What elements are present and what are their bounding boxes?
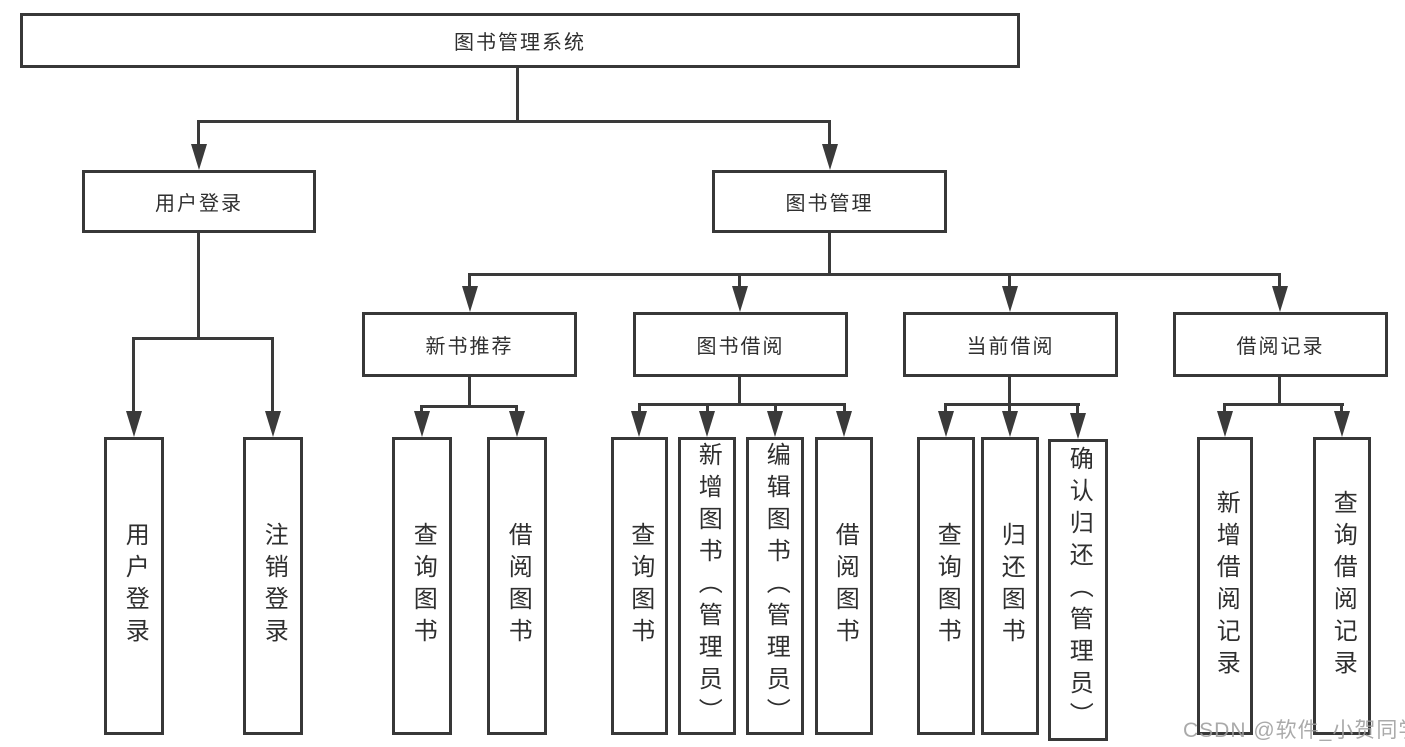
arrowhead-icon <box>1002 286 1018 312</box>
arrowhead-icon <box>767 411 783 437</box>
leaf-logout: 注销登录 <box>243 437 303 735</box>
leaf-query-books-current: 查询图书 <box>917 437 975 735</box>
leaf-query-books-recommend-label: 查询图书 <box>409 522 437 650</box>
node-current-borrow: 当前借阅 <box>903 312 1118 377</box>
connector-line <box>1008 377 1011 403</box>
connector-line <box>1008 403 1011 413</box>
arrowhead-icon <box>938 411 954 437</box>
connector-line <box>197 233 200 337</box>
node-book-management: 图书管理 <box>712 170 947 233</box>
connector-line <box>738 377 741 403</box>
arrowhead-icon <box>732 286 748 312</box>
leaf-user-login: 用户登录 <box>104 437 164 735</box>
arrowhead-icon <box>1217 411 1233 437</box>
node-book-management-label: 图书管理 <box>785 193 874 215</box>
connector-line <box>638 403 846 406</box>
connector-line <box>197 120 200 146</box>
node-user-login: 用户登录 <box>82 170 316 233</box>
leaf-confirm-return-admin: 确认归还（管理员） <box>1048 439 1108 741</box>
connector-line <box>828 233 831 273</box>
leaf-edit-book-admin: 编辑图书（管理员） <box>746 437 804 735</box>
leaf-query-books-borrow: 查询图书 <box>611 437 668 735</box>
csdn-watermark: CSDN @软件_小贺同学 <box>1183 719 1405 742</box>
connector-line <box>638 403 641 413</box>
root-node-label: 图书管理系统 <box>454 32 586 54</box>
arrowhead-icon <box>265 411 281 437</box>
connector-line <box>515 405 518 415</box>
connector-line <box>843 403 846 413</box>
node-borrow-records: 借阅记录 <box>1173 312 1388 377</box>
arrowhead-icon <box>126 411 142 437</box>
root-node: 图书管理系统 <box>20 13 1020 68</box>
leaf-borrow-books: 借阅图书 <box>815 437 873 735</box>
leaf-borrow-books-recommend: 借阅图书 <box>487 437 547 735</box>
connector-line <box>1278 273 1281 289</box>
node-book-borrow: 图书借阅 <box>633 312 848 377</box>
arrowhead-icon <box>1334 411 1350 437</box>
node-borrow-records-label: 借阅记录 <box>1236 336 1325 358</box>
leaf-return-book: 归还图书 <box>981 437 1039 735</box>
leaf-add-book-admin: 新增图书（管理员） <box>678 437 736 735</box>
leaf-borrow-books-recommend-label: 借阅图书 <box>504 522 532 650</box>
node-user-login-label: 用户登录 <box>155 193 243 215</box>
leaf-borrow-books-label: 借阅图书 <box>831 522 859 650</box>
node-current-borrow-label: 当前借阅 <box>966 336 1055 358</box>
connector-line <box>420 405 518 408</box>
connector-line <box>132 337 274 340</box>
leaf-return-book-label: 归还图书 <box>997 522 1025 650</box>
connector-line <box>944 403 1080 406</box>
connector-line <box>1223 403 1344 406</box>
connector-line <box>468 273 1281 276</box>
node-new-book-recommend: 新书推荐 <box>362 312 577 377</box>
connector-line <box>1223 403 1226 413</box>
leaf-add-borrow-record-label: 新增借阅记录 <box>1212 490 1240 682</box>
connector-line <box>468 377 471 405</box>
connector-line <box>944 403 947 413</box>
connector-line <box>271 337 274 413</box>
arrowhead-icon <box>822 144 838 170</box>
connector-line <box>197 120 831 123</box>
arrowhead-icon <box>699 411 715 437</box>
node-new-book-recommend-label: 新书推荐 <box>425 336 514 358</box>
connector-line <box>828 120 831 146</box>
arrowhead-icon <box>509 411 525 437</box>
arrowhead-icon <box>414 411 430 437</box>
leaf-query-books-borrow-label: 查询图书 <box>626 522 654 650</box>
arrowhead-icon <box>836 411 852 437</box>
leaf-edit-book-admin-label: 编辑图书（管理员） <box>762 442 790 730</box>
connector-line <box>738 273 741 289</box>
arrowhead-icon <box>191 144 207 170</box>
connector-line <box>516 68 519 120</box>
leaf-logout-label: 注销登录 <box>260 522 288 650</box>
leaf-query-borrow-record: 查询借阅记录 <box>1313 437 1371 735</box>
connector-line <box>1340 403 1343 413</box>
leaf-confirm-return-admin-label: 确认归还（管理员） <box>1065 446 1093 734</box>
leaf-add-borrow-record: 新增借阅记录 <box>1197 437 1253 735</box>
connector-line <box>468 273 471 289</box>
arrowhead-icon <box>1002 411 1018 437</box>
connector-line <box>774 403 777 413</box>
leaf-query-books-current-label: 查询图书 <box>933 522 961 650</box>
connector-line <box>420 405 423 415</box>
arrowhead-icon <box>631 411 647 437</box>
arrowhead-icon <box>1272 286 1288 312</box>
leaf-user-login-label: 用户登录 <box>121 522 149 650</box>
connector-line <box>706 403 709 413</box>
leaf-query-books-recommend: 查询图书 <box>392 437 452 735</box>
connector-line <box>1076 403 1079 415</box>
arrowhead-icon <box>1070 413 1086 439</box>
node-book-borrow-label: 图书借阅 <box>696 336 785 358</box>
connector-line <box>1008 273 1011 289</box>
leaf-query-borrow-record-label: 查询借阅记录 <box>1329 490 1357 682</box>
connector-line <box>1278 377 1281 403</box>
leaf-add-book-admin-label: 新增图书（管理员） <box>694 442 722 730</box>
arrowhead-icon <box>462 286 478 312</box>
connector-line <box>132 337 135 413</box>
